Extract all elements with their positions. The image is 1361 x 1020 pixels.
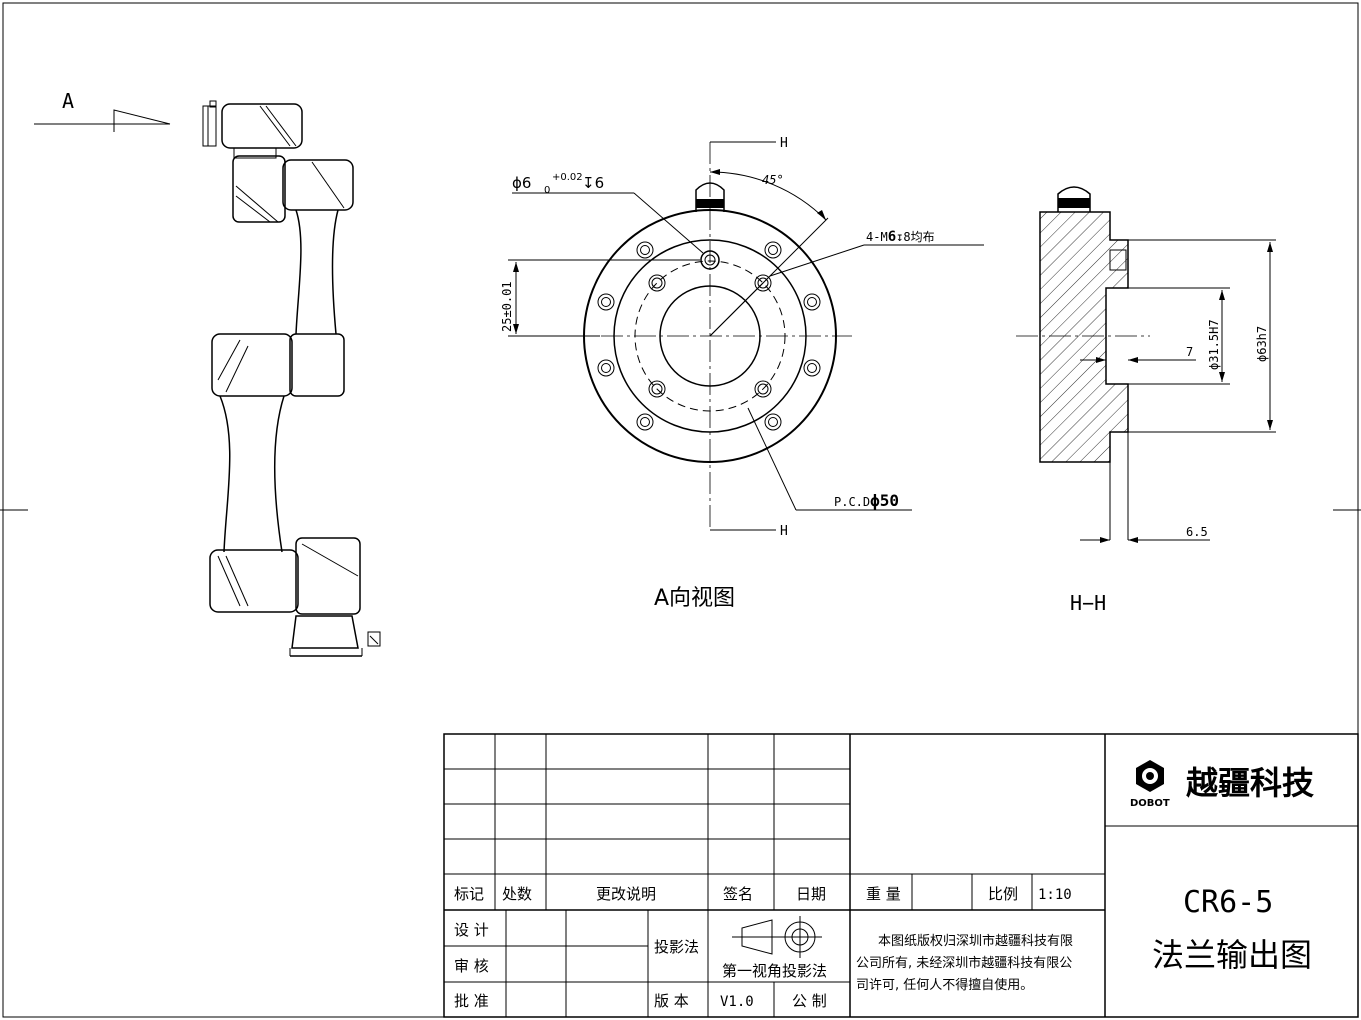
- header-signature: 签名: [723, 885, 753, 903]
- outer-bolt-holes: [597, 241, 821, 431]
- scale-label: 比例: [988, 885, 1018, 903]
- view-a-flange: H H: [500, 136, 984, 611]
- review-label: 审 核: [454, 957, 489, 975]
- view-arrow-label: A: [62, 89, 74, 113]
- approve-label: 批 准: [454, 992, 489, 1010]
- section-mark-bottom: H: [780, 524, 788, 539]
- title-block: 标记 处数 更改说明 签名 日期 重 量 比例 1:10 设 计 审 核 批 准…: [443, 733, 1359, 1018]
- section-title: H−H: [1070, 591, 1106, 615]
- dobot-logo-icon: DOBOT: [1130, 760, 1170, 809]
- thread-dim: 4-M6↧8均布: [866, 229, 935, 245]
- version-label: 版 本: [654, 992, 689, 1010]
- section-mark-top: H: [780, 136, 788, 151]
- pin-hole: [700, 250, 720, 270]
- weight-label: 重 量: [866, 885, 901, 903]
- projection-label: 投影法: [654, 938, 699, 956]
- copyright-line-1: 本图纸版权归深圳市越疆科技有限: [878, 933, 1073, 949]
- section-hh: ϕ31.5H7 ϕ63h7 7 6.5 H−H: [1016, 186, 1276, 615]
- thickness-dimension: 6.5: [1186, 525, 1208, 539]
- pcd-dimension: P.C.Dϕ50: [834, 491, 899, 510]
- pin-hole-tol-upper: +0.02: [552, 172, 583, 183]
- vertical-dimension: 25±0.01: [500, 281, 514, 332]
- drawing-name: 法兰输出图: [1152, 936, 1312, 974]
- company-en: DOBOT: [1130, 798, 1170, 809]
- robot-arm-side-view: [202, 100, 381, 657]
- copyright-line-3: 司许可, 任何人不得擅自使用。: [856, 977, 1033, 993]
- scale-value: 1:10: [1038, 887, 1072, 903]
- pin-hole-dim: ϕ6: [512, 174, 531, 192]
- header-mark: 标记: [454, 885, 484, 903]
- model-number: CR6-5: [1183, 885, 1273, 920]
- projection-symbol: [732, 916, 822, 958]
- copyright-line-2: 公司所有, 未经深圳市越疆科技有限公: [856, 955, 1072, 971]
- projection-name: 第一视角投影法: [722, 962, 827, 980]
- pin-hole-tol-lower: 0: [544, 185, 550, 196]
- angle-dimension: 45°: [762, 173, 784, 187]
- outer-dimension: ϕ63h7: [1255, 326, 1269, 362]
- view-a-title: A向视图: [654, 586, 735, 611]
- header-change: 更改说明: [596, 885, 656, 903]
- header-date: 日期: [796, 885, 826, 903]
- company-cn: 越疆科技: [1186, 764, 1314, 802]
- recess-dimension: 7: [1186, 345, 1193, 359]
- version-value: V1.0: [720, 994, 754, 1010]
- connector-band: [696, 199, 724, 208]
- design-label: 设 计: [454, 921, 489, 939]
- view-arrow-a: A: [34, 89, 171, 132]
- made-by: 公 制: [792, 992, 827, 1010]
- header-count: 处数: [502, 885, 532, 903]
- m6-thread-holes: [648, 274, 772, 398]
- pin-hole-depth: ↧6: [582, 174, 604, 192]
- bore-dimension: ϕ31.5H7: [1207, 319, 1221, 370]
